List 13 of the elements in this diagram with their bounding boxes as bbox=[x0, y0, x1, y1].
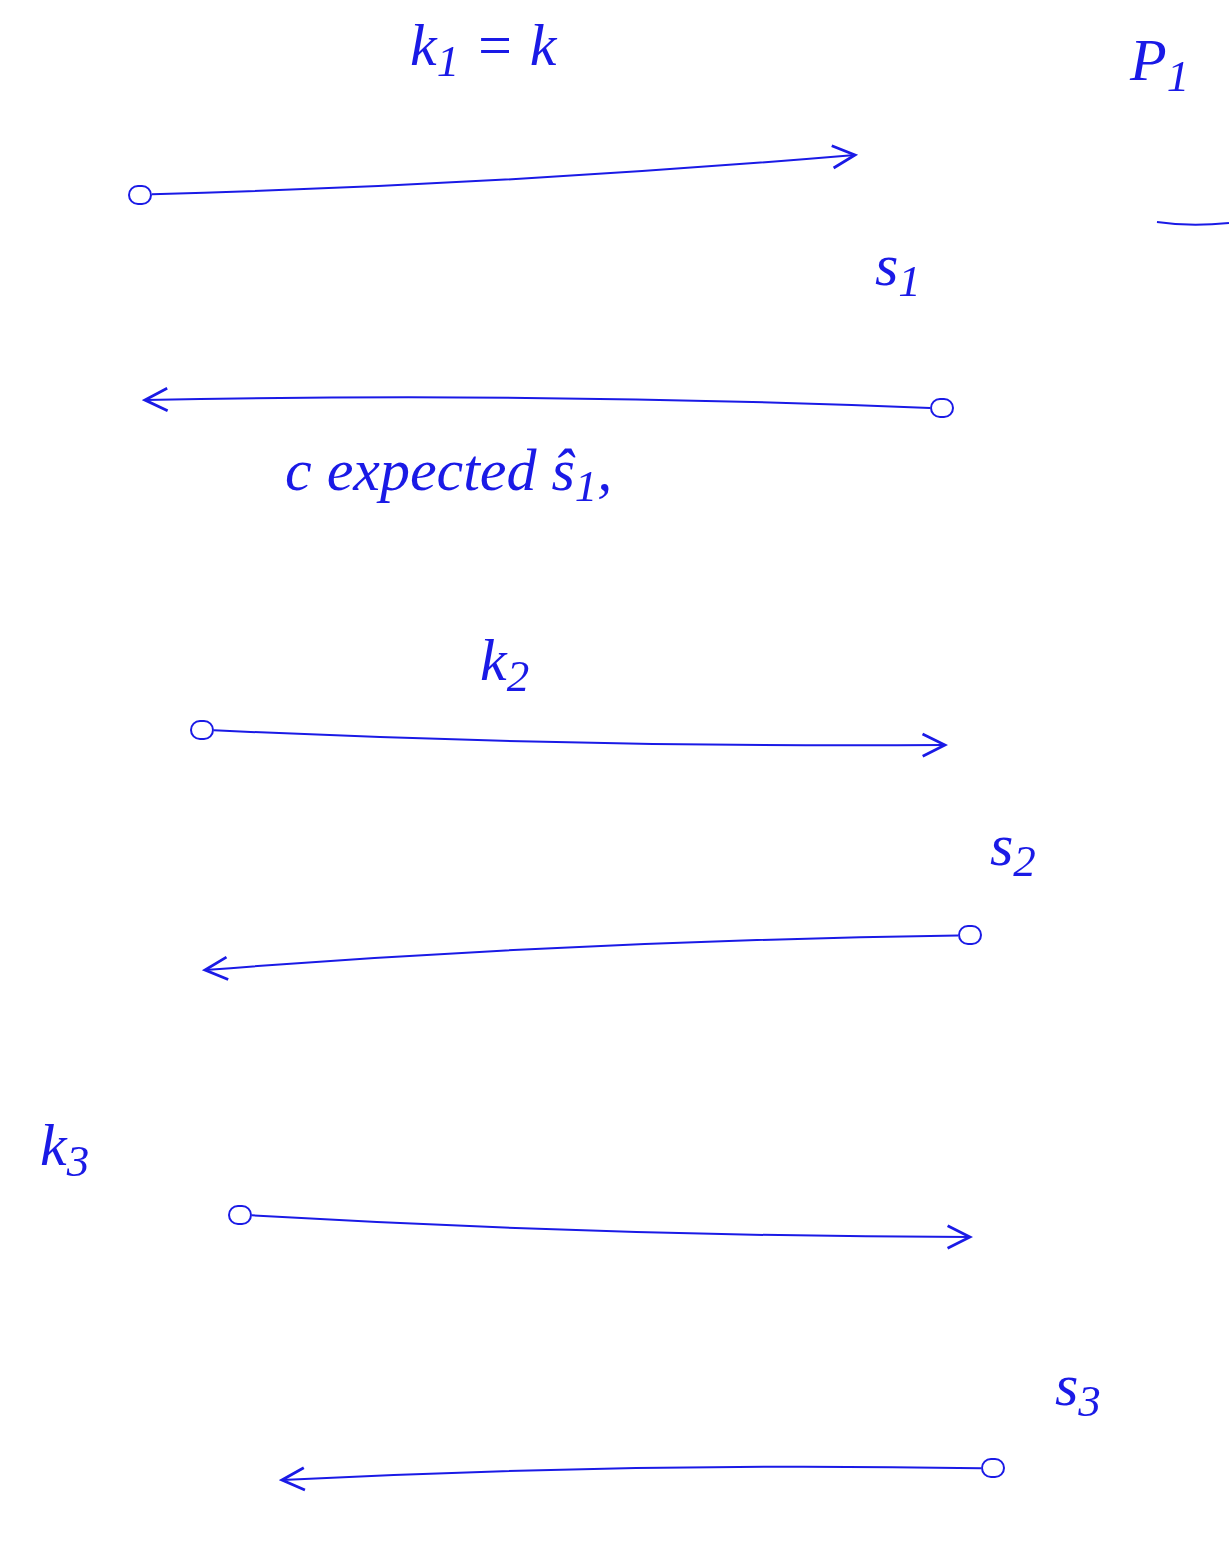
arrow bbox=[203, 934, 959, 981]
handwritten-label: s$_{3}$ bbox=[1055, 1355, 1101, 1415]
arrow bbox=[251, 1214, 972, 1250]
arrow bbox=[143, 387, 931, 413]
arrow bbox=[213, 729, 947, 758]
handwritten-label: k$_{3}$ bbox=[40, 1115, 90, 1175]
handwritten-label: s$_{2}$ bbox=[990, 815, 1036, 875]
handwritten-label: k$_{1}$ = k bbox=[410, 15, 557, 75]
handwritten-label: k$_{2}$ bbox=[480, 630, 530, 690]
handwritten-label: P$_{1}$ bbox=[1130, 30, 1190, 90]
handwritten-label: s$_{1}$ bbox=[875, 235, 921, 295]
arrow bbox=[151, 144, 857, 196]
arrow bbox=[280, 1465, 982, 1492]
